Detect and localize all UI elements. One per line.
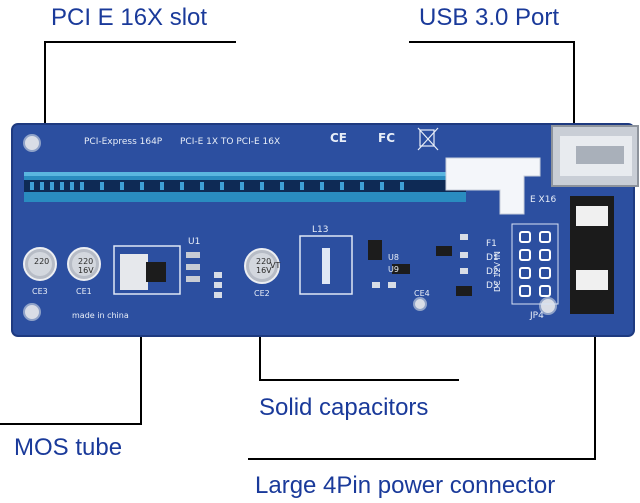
capacitor-ce2	[244, 248, 280, 284]
d1-label: D1	[486, 253, 499, 263]
d2-label: D2	[486, 267, 499, 277]
mos-tube	[113, 245, 181, 295]
solid-capacitors-callout: Solid capacitors	[259, 394, 429, 421]
ce2-value: 220	[256, 257, 272, 266]
mos-tube-callout: MOS tube	[14, 434, 123, 461]
slot-retention-clip	[445, 157, 541, 215]
ce2-label: CE2	[254, 289, 270, 298]
u1-label: U1	[188, 237, 201, 247]
usb-port-callout: USB 3.0 Port	[419, 4, 560, 31]
dc-in-label: DC 12V IN	[493, 251, 502, 292]
pcie-leader-horizontal	[44, 41, 236, 43]
d3-label: D3	[486, 281, 499, 291]
slot-tag: E X16	[530, 195, 557, 205]
usb-leader-horizontal	[409, 41, 575, 43]
pcie-leader-vertical	[44, 41, 46, 151]
capacitor-ce3	[23, 247, 57, 281]
power-leader-vertical	[594, 310, 596, 460]
ce-mark: CE	[330, 131, 348, 145]
ce2-series: VT	[270, 261, 281, 270]
fc-mark: FC	[378, 131, 396, 145]
weee-bin-icon	[419, 129, 435, 147]
capacitor-ce1	[67, 247, 101, 281]
usb-leader-vertical	[573, 41, 575, 131]
made-in-label: made in china	[72, 311, 129, 320]
u8-label: U8	[388, 253, 399, 262]
u9-label: U9	[388, 265, 399, 274]
ce3-label: CE3	[32, 287, 48, 296]
f1-label: F1	[486, 239, 497, 249]
ce4-label: CE4	[414, 289, 430, 298]
power-leader-horizontal	[248, 458, 596, 460]
mos-leader-horizontal	[0, 423, 142, 425]
mount-hole-bottom-right	[539, 297, 557, 315]
mos-leader-vertical	[140, 290, 142, 424]
mount-hole-top-left	[23, 134, 41, 152]
pcie-slot-callout: PCI E 16X slot	[51, 4, 208, 31]
ce1-voltage: 16V	[78, 266, 94, 275]
ce2-voltage: 16V	[256, 266, 272, 275]
jp4-label: JP4	[530, 311, 544, 321]
pcb-header-middle: PCI-E 1X TO PCI-E 16X	[180, 137, 281, 147]
mount-hole-middle	[413, 297, 427, 311]
ce1-value: 220	[78, 257, 94, 266]
caps-leader-horizontal	[259, 379, 459, 381]
pcb-header-left: PCI-Express 164P	[84, 137, 163, 147]
mount-hole-bottom-left	[23, 303, 41, 321]
power-connector-callout: Large 4Pin power connector	[255, 472, 556, 499]
ce3-value: 220	[34, 257, 50, 266]
ce1-label: CE1	[76, 287, 92, 296]
l13-label: L13	[312, 225, 329, 235]
inductor-l13	[299, 235, 353, 295]
